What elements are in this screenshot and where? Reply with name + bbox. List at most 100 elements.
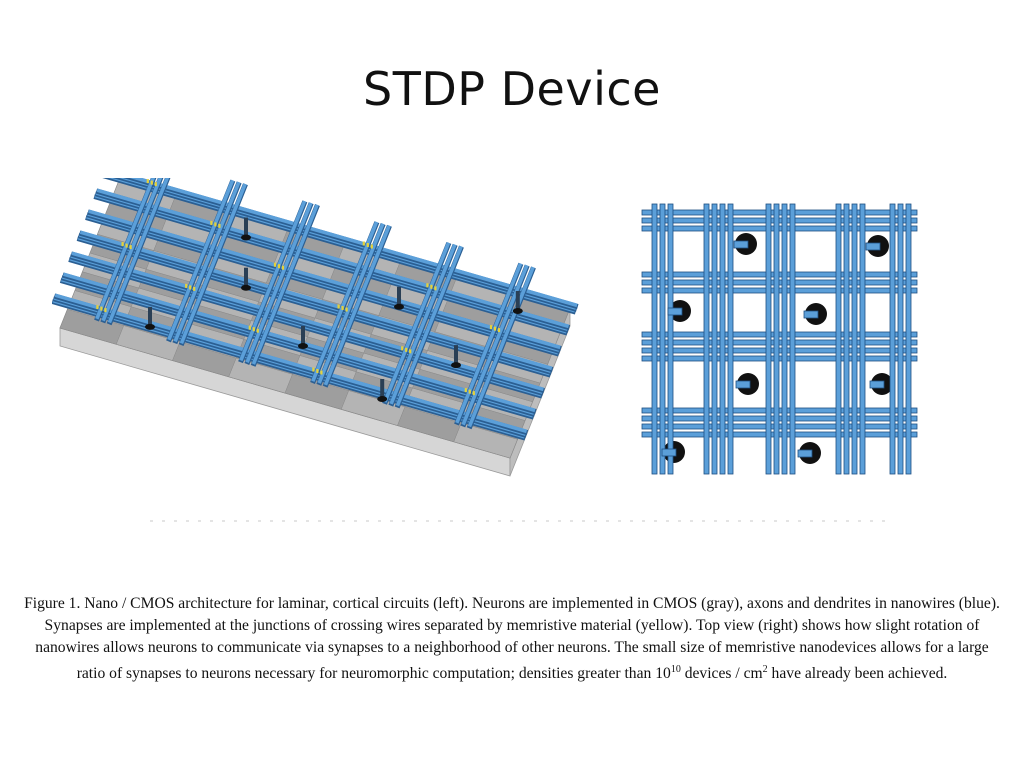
memristive-junction	[493, 326, 497, 331]
memristive-junction	[468, 389, 471, 394]
horizontal-nanowire	[641, 423, 918, 430]
nanowire-axon	[96, 188, 570, 329]
nanowire-dendrite	[311, 221, 379, 382]
horizontal-nanowire	[641, 287, 918, 294]
nano-cmos-3d-figure	[52, 178, 579, 477]
vertical-nanowire	[719, 203, 726, 475]
vertical-nanowire	[851, 203, 858, 475]
memristive-junction	[362, 241, 365, 246]
memristive-junction	[434, 286, 437, 291]
neuron-connector	[667, 307, 683, 316]
neuron-connector	[865, 242, 881, 251]
neuron-contact	[377, 396, 388, 402]
vertical-nanowire	[765, 203, 772, 475]
memristive-junction	[316, 369, 319, 373]
memristive-junction	[409, 349, 412, 354]
nanowire-dendrite	[467, 266, 535, 428]
scan-artifact-line	[150, 520, 890, 522]
figure-caption: Figure 1. Nano / CMOS architecture for l…	[20, 593, 1004, 685]
nanowire-top-view-figure	[641, 203, 918, 475]
horizontal-nanowire	[641, 415, 918, 422]
nanowire-dendrite	[245, 202, 313, 363]
memristive-junction	[345, 307, 348, 312]
neuron-contact	[394, 303, 404, 310]
nanowire-dendrite	[395, 245, 463, 407]
memristive-junction	[104, 308, 107, 313]
slide-title: STDP Device	[363, 62, 661, 116]
memristive-junction	[489, 325, 493, 330]
memristive-junction	[320, 370, 323, 375]
horizontal-nanowire	[641, 339, 918, 346]
neuron-contact	[145, 323, 155, 330]
horizontal-nanowire	[641, 407, 918, 414]
memristive-junction	[146, 179, 149, 184]
horizontal-nanowire	[641, 331, 918, 338]
vertical-nanowire	[781, 203, 788, 475]
neuron-connector	[661, 448, 677, 457]
memristive-junction	[464, 388, 467, 393]
vertical-nanowire	[773, 203, 780, 475]
nanowire-axon	[54, 293, 528, 434]
memristive-junction	[341, 306, 344, 310]
caption-text: Figure 1. Nano / CMOS architecture for l…	[24, 595, 1000, 683]
vertical-nanowire	[905, 203, 912, 475]
memristive-junction	[312, 367, 315, 372]
nanowire-dendrite	[173, 181, 241, 343]
nanowire-dendrite	[95, 178, 156, 320]
memristive-junction	[150, 180, 153, 185]
vertical-nanowire	[859, 203, 866, 475]
nanowire-dendrite	[323, 224, 391, 386]
nanowire-dendrite	[317, 223, 385, 384]
horizontal-nanowire	[641, 217, 918, 224]
vertical-nanowire	[727, 203, 734, 475]
neuron-connector	[797, 449, 813, 458]
memristive-junction	[281, 265, 285, 270]
memristive-junction	[430, 284, 433, 289]
neuron-via	[515, 291, 520, 311]
neuron-connector	[869, 380, 885, 389]
neuron-via	[244, 217, 248, 238]
memristive-junction	[248, 325, 251, 330]
memristive-junction	[252, 327, 255, 332]
memristive-junction	[121, 242, 124, 247]
neuron-via	[380, 379, 385, 399]
vertical-nanowire	[835, 203, 842, 475]
nanowire-dendrite	[107, 178, 170, 324]
neuron-contact	[298, 343, 308, 349]
vertical-nanowire	[789, 203, 796, 475]
vertical-nanowire	[843, 203, 850, 475]
neuron-via	[397, 286, 401, 307]
memristive-junction	[100, 306, 103, 311]
neuron-via	[148, 306, 152, 327]
memristive-junction	[96, 305, 99, 310]
nanowire-axon	[79, 230, 553, 371]
memristive-junction	[193, 286, 196, 291]
nanowire-dendrite	[101, 178, 163, 322]
memristive-junction	[189, 285, 192, 290]
horizontal-nanowire	[641, 271, 918, 278]
neuron-connector	[803, 310, 819, 319]
vertical-nanowire	[703, 203, 710, 475]
neuron-connector	[733, 240, 749, 249]
memristive-junction	[185, 283, 188, 288]
neuron-connector	[735, 380, 751, 389]
nanowire-dendrite	[179, 183, 247, 344]
nanowire-dendrite	[167, 179, 235, 341]
vertical-nanowire	[651, 203, 658, 475]
nanowire-axon	[63, 272, 536, 413]
memristive-junction	[426, 283, 429, 288]
memristive-junction	[129, 245, 132, 250]
nanowire-axon	[88, 209, 561, 350]
vertical-nanowire	[897, 203, 904, 475]
memristive-junction	[218, 223, 221, 228]
neuron-contact	[241, 234, 251, 241]
horizontal-nanowire	[641, 279, 918, 286]
vertical-nanowire	[889, 203, 896, 475]
memristive-junction	[125, 243, 128, 248]
horizontal-nanowire	[641, 347, 918, 354]
memristive-junction	[210, 220, 213, 225]
memristive-junction	[366, 243, 369, 247]
memristive-junction	[154, 182, 157, 187]
horizontal-nanowire	[641, 431, 918, 438]
nanowire-dendrite	[383, 242, 451, 403]
